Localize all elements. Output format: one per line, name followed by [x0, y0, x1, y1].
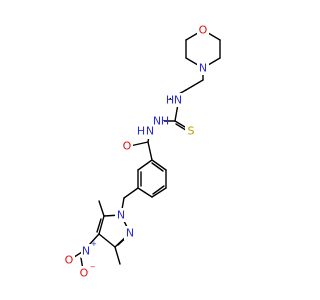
- atom-label-hydrazine-h2: H: [137, 125, 145, 138]
- atom-label-hydrazine-h1: H: [161, 115, 169, 128]
- atom-label-amine-h: H: [166, 94, 174, 107]
- atom-label-pyrazole-n2: N: [126, 227, 134, 240]
- atom-label-morpholine-o: O: [199, 24, 208, 37]
- atom-label-hydrazine-n2: N: [146, 125, 154, 138]
- atom-label-morpholine-n: N: [199, 62, 207, 75]
- nitro-n-charge: +: [91, 240, 97, 248]
- atom-label-nitro-n: N: [82, 245, 90, 258]
- atom-label-amine-n: N: [174, 94, 182, 107]
- atom-label-hydrazine-n1: N: [153, 115, 161, 128]
- methyl-groups: [98, 200, 121, 265]
- atom-label-carbonyl-o: O: [123, 140, 132, 153]
- nitro-o-charge: −: [90, 263, 96, 271]
- atom-label-nitro-o1: O: [65, 254, 74, 267]
- benzene-ring: [137, 159, 167, 198]
- atom-labels: O N N H N H N H S O N N N + O O −: [63, 23, 209, 280]
- atom-label-nitro-o2: O: [80, 267, 89, 280]
- molecule-structure-diagram: O N N H N H N H S O N N N + O O −: [63, 23, 221, 280]
- atom-label-pyrazole-n1: N: [117, 209, 125, 222]
- atom-label-thione-s: S: [188, 125, 195, 138]
